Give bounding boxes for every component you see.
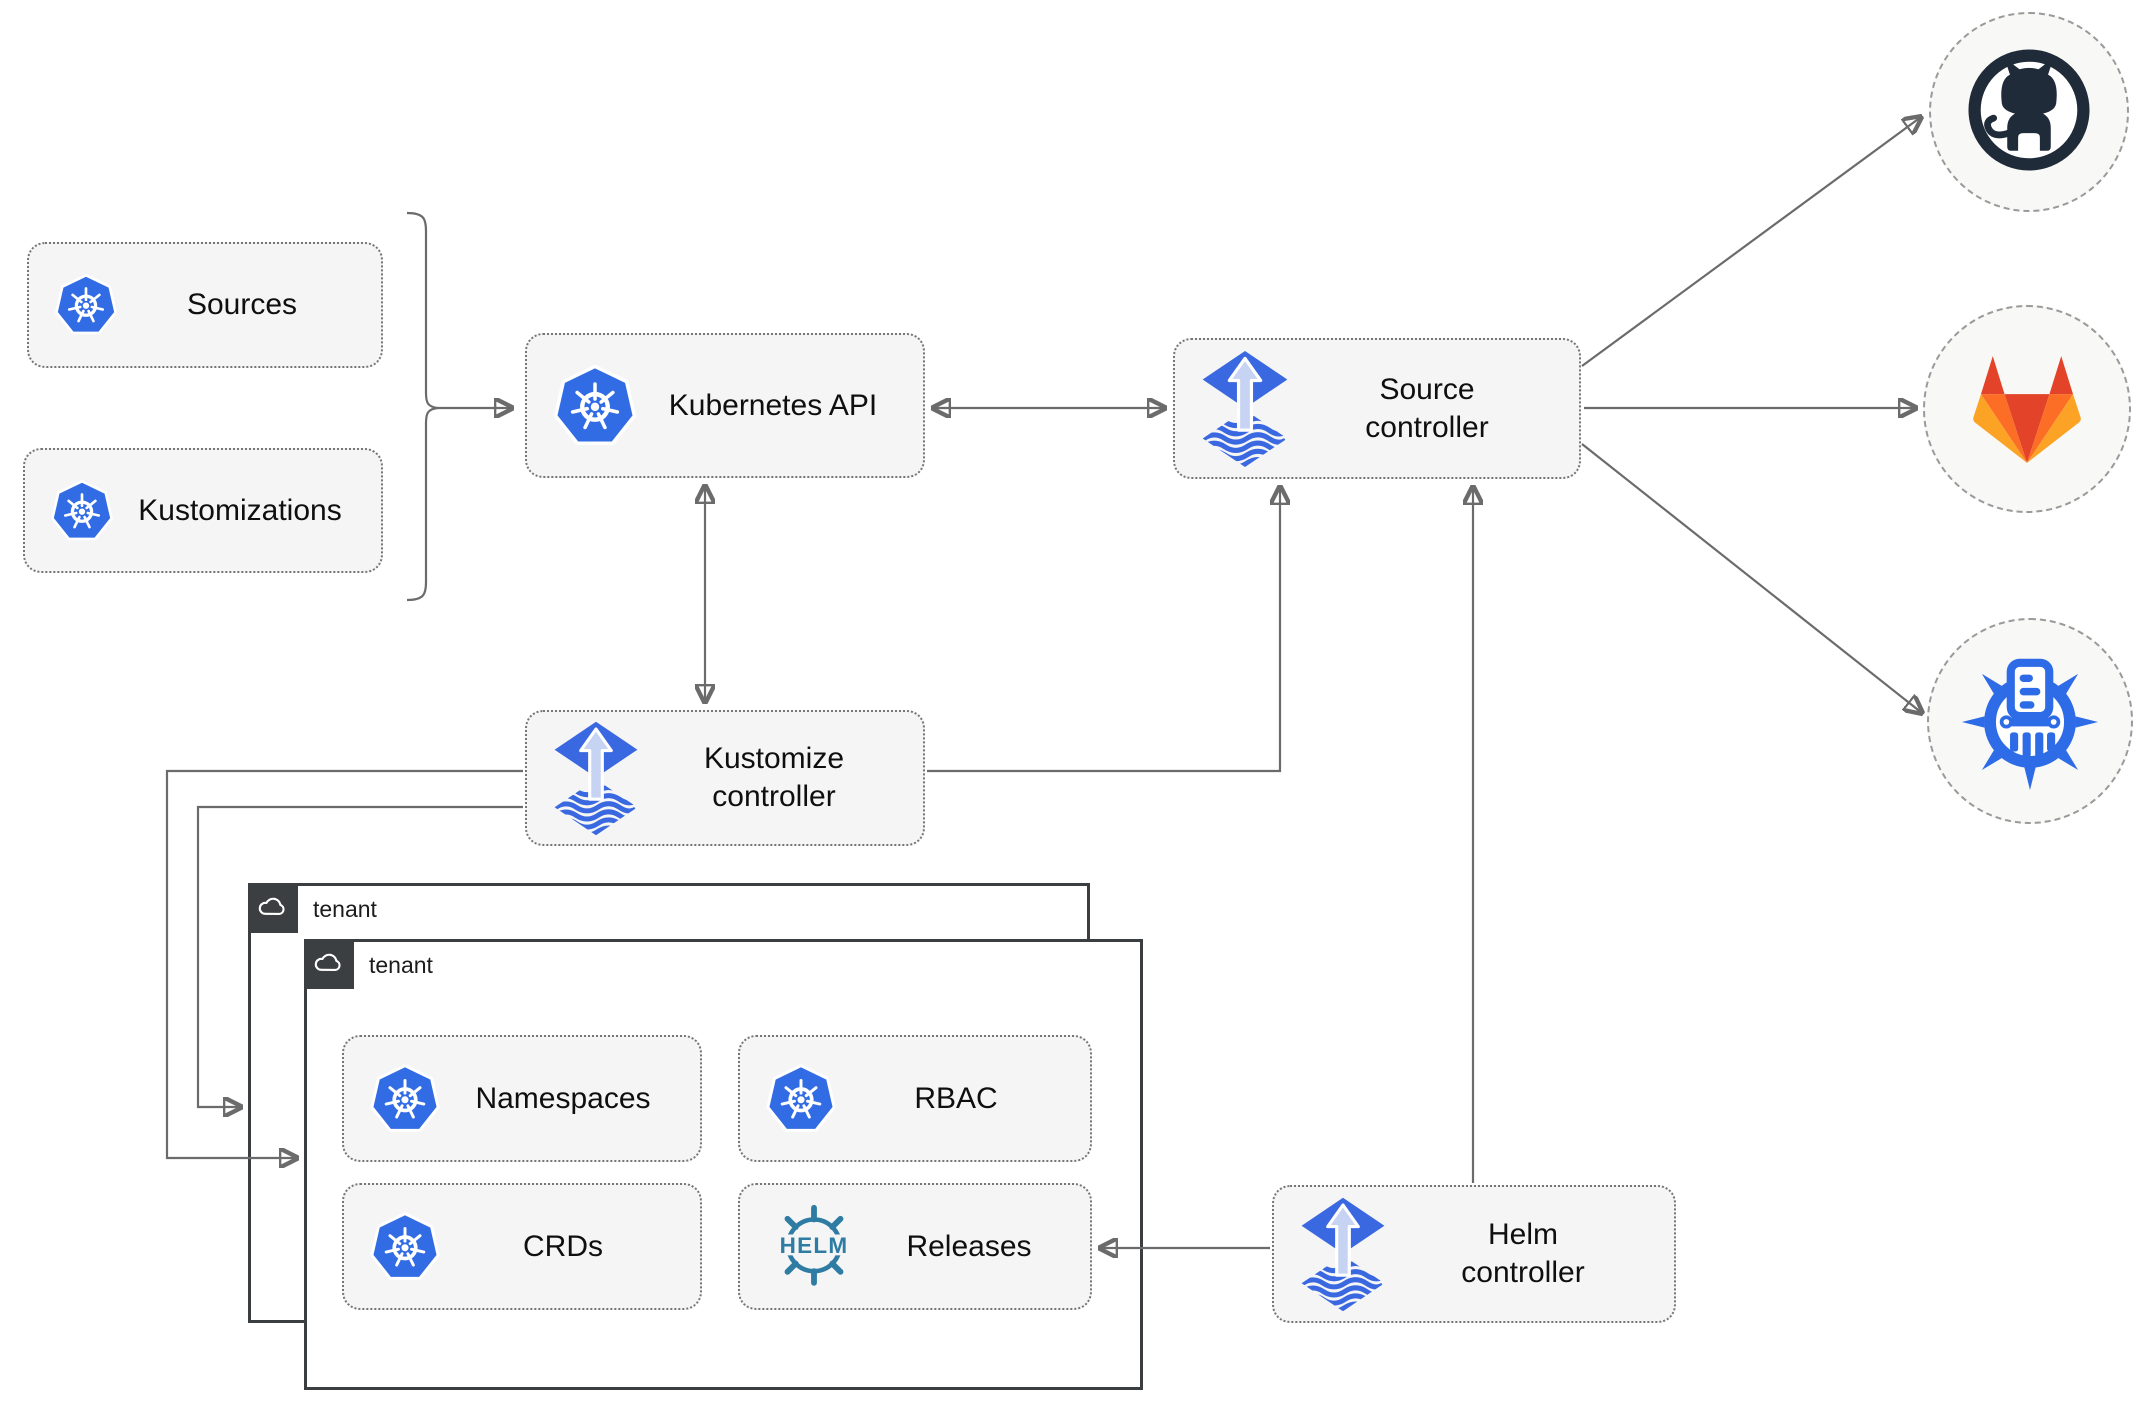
rbac-label: RBAC [914,1081,998,1115]
source-controller-node: Source controller [1173,338,1581,479]
registry-endpoint [1927,618,2133,824]
namespaces-node: Namespaces [342,1035,702,1162]
tenant-inner-box: tenant [304,939,1143,1390]
connector-source-github [1581,117,1921,367]
container-registry-icon [1956,645,2104,798]
sources-label: Sources [186,288,298,321]
helm-icon: HELM [764,1203,864,1291]
source-controller-label: Source controller [1365,372,1489,444]
helm-controller-label: Helm controller [1461,1218,1585,1289]
tenant-outer-label: tenant [313,896,377,922]
flux-icon [1199,349,1291,469]
sources-node: Sources [27,242,383,368]
gitlab-endpoint [1923,305,2131,513]
bracket-connector [406,211,439,602]
tenant-inner-label: tenant [369,952,433,978]
cloud-icon [256,894,290,923]
tenant-tab [304,939,354,989]
releases-node: HELM Releases [738,1183,1092,1310]
kustomize-controller-label: Kustomize controller [703,742,845,813]
crds-node: CRDs [342,1183,702,1310]
helm-logo-text: HELM [780,1232,849,1257]
kubernetes-api-label: Kubernetes API [668,388,878,422]
helm-controller-node: Helm controller [1272,1185,1676,1323]
kubernetes-icon [764,1062,838,1136]
kubernetes-icon [551,362,639,450]
kubernetes-icon [368,1210,442,1284]
gitlab-icon [1966,351,2088,468]
flux-icon [551,720,641,837]
releases-label: Releases [906,1229,1032,1263]
flux-icon [1298,1196,1388,1313]
kustomize-controller-node: Kustomize controller [525,710,925,846]
tenant-tab [248,883,298,933]
rbac-node: RBAC [738,1035,1092,1162]
kubernetes-api-node: Kubernetes API [525,333,925,478]
github-endpoint [1929,12,2129,212]
crds-label: CRDs [523,1229,603,1263]
kubernetes-icon [368,1062,442,1136]
namespaces-label: Namespaces [475,1081,651,1115]
cloud-icon [312,950,346,979]
kustomizations-node: Kustomizations [23,448,383,573]
kubernetes-icon [49,478,115,544]
github-icon [1961,42,2097,183]
connector-source-registry [1581,443,1922,713]
kubernetes-icon [53,272,119,338]
connector-kustomize-source [927,487,1280,773]
kustomizations-label: Kustomizations [138,493,342,527]
